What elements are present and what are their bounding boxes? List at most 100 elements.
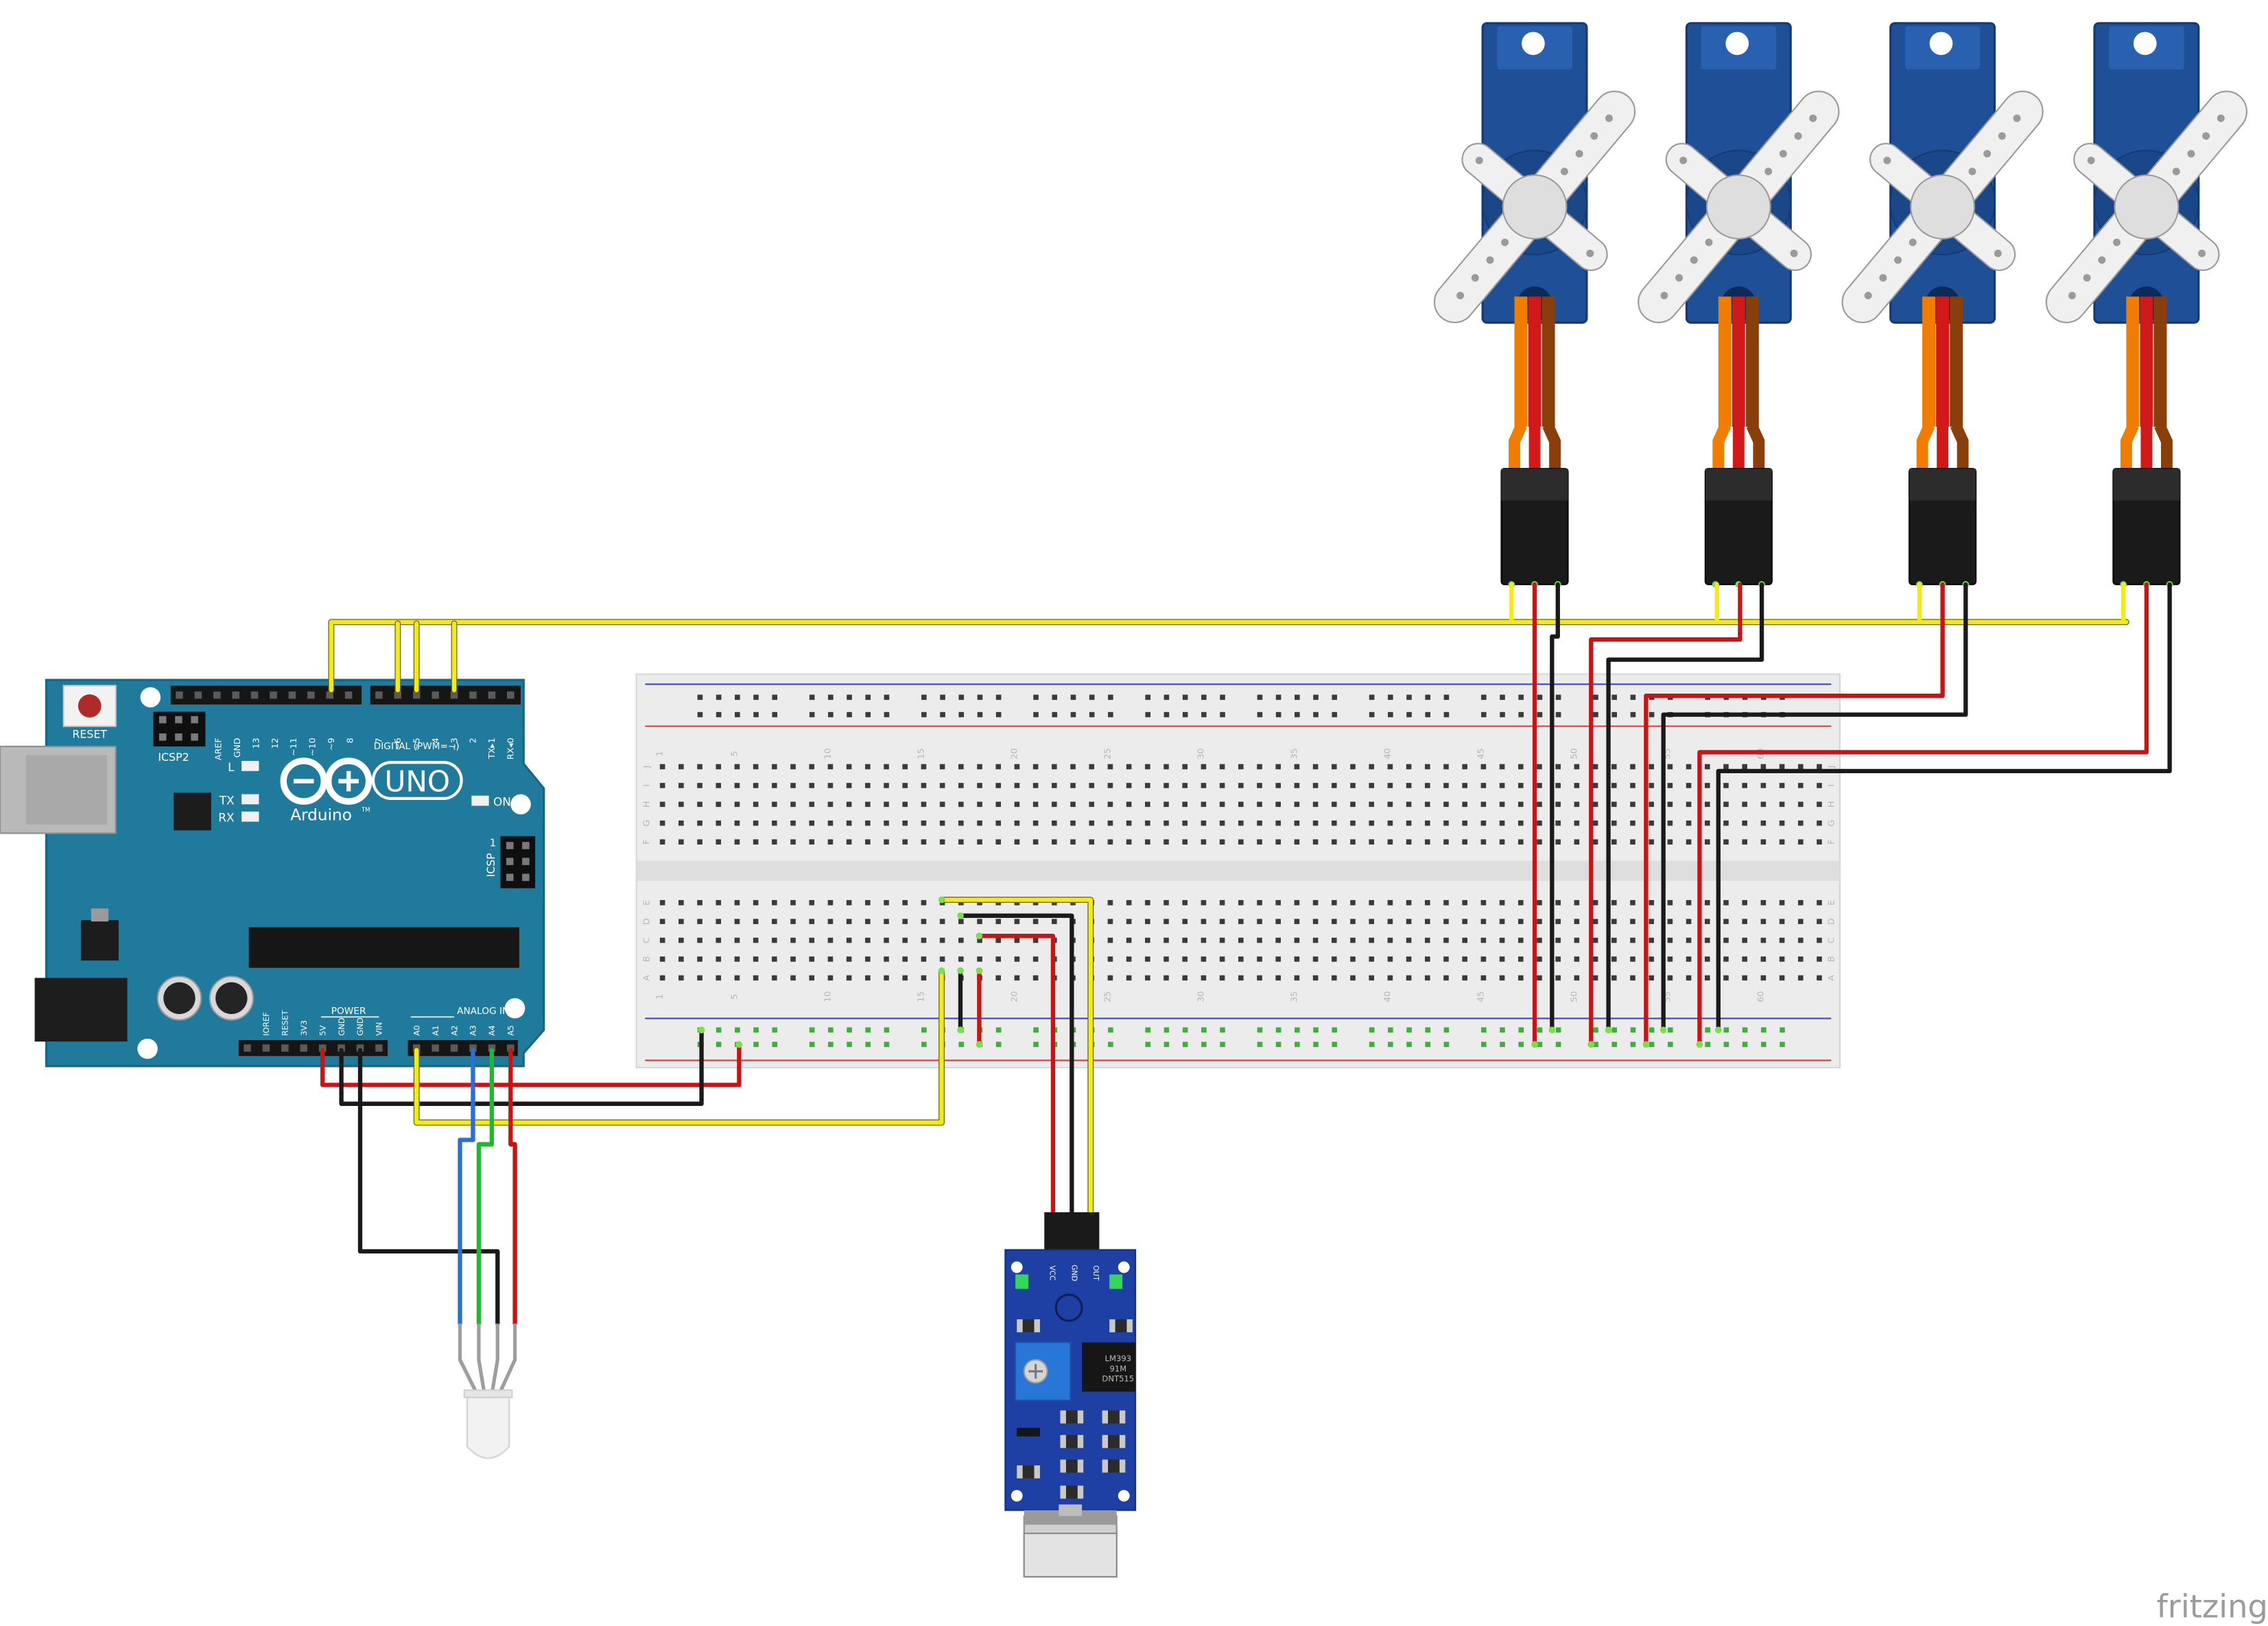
digital-pin[interactable]	[507, 691, 515, 699]
rail-hole	[1295, 1027, 1300, 1033]
breadboard-hole	[1126, 839, 1132, 845]
breadboard-hole	[790, 820, 796, 826]
power-pin[interactable]	[356, 1044, 364, 1052]
digital-pin[interactable]	[250, 691, 259, 699]
rail-hole	[995, 1027, 1002, 1033]
power-pin[interactable]	[300, 1044, 308, 1052]
rail-hole	[735, 1027, 740, 1033]
digital-header-right[interactable]	[370, 685, 521, 705]
breadboard-hole	[1014, 975, 1020, 981]
breadboard-hole	[1145, 820, 1150, 826]
rail-hole	[716, 1027, 722, 1033]
breadboard-hole	[1443, 899, 1449, 906]
power-header[interactable]	[238, 1040, 388, 1057]
breadboard-hole	[995, 937, 1002, 943]
sensor-pin-out: OUT	[1091, 1265, 1100, 1281]
breadboard-hole	[1312, 937, 1319, 943]
breadboard-hole	[1014, 783, 1020, 788]
breadboard-hole	[1499, 975, 1505, 981]
rail-hole	[809, 694, 815, 700]
breadboard-hole	[1182, 820, 1188, 826]
breadboard-hole	[1238, 956, 1244, 962]
analog-header[interactable]	[407, 1040, 518, 1057]
rail-hole	[1518, 711, 1524, 718]
breadboard-hole	[958, 764, 964, 770]
breadboard-hole	[772, 783, 777, 788]
digital-pin[interactable]	[307, 691, 315, 699]
power-pin[interactable]	[375, 1044, 383, 1052]
rail-hole	[753, 1041, 759, 1048]
breadboard-hole	[809, 801, 815, 808]
breadboard-hole	[1611, 975, 1617, 981]
breadboard-hole	[1686, 820, 1692, 826]
column-number-top: 35	[1288, 749, 1299, 759]
digital-pin[interactable]	[344, 691, 353, 699]
rail-hole	[1611, 711, 1618, 718]
breadboard-hole	[1052, 839, 1057, 845]
digital-pin[interactable]	[232, 691, 239, 699]
digital-pin[interactable]	[288, 691, 296, 699]
breadboard-hole	[865, 820, 871, 826]
breadboard-hole	[1350, 899, 1356, 906]
breadboard-hole	[1742, 820, 1747, 826]
digital-pin[interactable]	[432, 691, 439, 699]
digital-pin[interactable]	[469, 691, 477, 699]
rail-hole	[1500, 1027, 1505, 1033]
analog-pin[interactable]	[432, 1044, 439, 1052]
breadboard-hole	[1592, 899, 1598, 906]
breadboard-hole	[1257, 801, 1262, 808]
rail-hole	[1332, 711, 1338, 718]
digital-pin[interactable]	[394, 691, 402, 699]
breadboard-hole	[977, 820, 982, 826]
breadboard-hole	[884, 919, 889, 924]
breadboard-hole	[1760, 956, 1767, 962]
rail-hole	[1742, 1041, 1748, 1048]
rail-hole	[1275, 1041, 1281, 1048]
breadboard-hole	[921, 937, 927, 943]
breadboard-hole	[1163, 783, 1169, 788]
power-pin[interactable]	[318, 1044, 327, 1052]
breadboard-center-channel	[636, 860, 1840, 882]
breadboard-hole	[1107, 975, 1113, 981]
sensor-header[interactable]	[1044, 1212, 1100, 1256]
analog-pin[interactable]	[450, 1044, 458, 1052]
digital-pin[interactable]	[213, 691, 221, 699]
breadboard-hole	[1742, 899, 1747, 906]
breadboard-hole	[1182, 937, 1188, 943]
breadboard-hole	[1760, 801, 1767, 808]
digital-pin[interactable]	[176, 691, 183, 699]
breadboard-hole	[977, 801, 982, 808]
wire-black-led-common	[357, 1048, 500, 1326]
column-number-bottom: 45	[1475, 991, 1485, 1002]
analog-pin[interactable]	[469, 1044, 477, 1052]
breadboard-hole	[753, 764, 759, 770]
digital-pin[interactable]	[270, 691, 277, 699]
rgb-led	[458, 1323, 517, 1459]
digital-pin[interactable]	[194, 691, 202, 699]
breadboard-hole	[902, 764, 908, 770]
digital-pin[interactable]	[412, 691, 421, 699]
power-pin[interactable]	[244, 1044, 251, 1052]
digital-pin[interactable]	[375, 691, 383, 699]
breadboard-hole	[678, 801, 684, 808]
breadboard-hole	[1462, 801, 1467, 808]
digital-pin[interactable]	[450, 691, 458, 699]
breadboard-hole	[1107, 801, 1113, 808]
wire-red-led-a4	[508, 1048, 517, 1326]
rail-hole	[1220, 1041, 1225, 1048]
power-pin[interactable]	[262, 1044, 270, 1052]
analog-pin[interactable]	[507, 1044, 515, 1052]
analog-pin[interactable]	[488, 1044, 496, 1052]
breadboard-hole	[1630, 975, 1635, 981]
breadboard-hole	[753, 937, 759, 943]
breadboard-hole	[1574, 919, 1580, 924]
breadboard-hole	[1332, 975, 1337, 981]
breadboard-hole	[1667, 783, 1673, 788]
power-pin[interactable]	[281, 1044, 289, 1052]
digital-pin[interactable]	[488, 691, 496, 699]
power-pin[interactable]	[338, 1044, 345, 1052]
digital-pin[interactable]	[326, 691, 333, 699]
arduino-board	[45, 679, 545, 1068]
column-number-top: 30	[1195, 749, 1205, 759]
breadboard-hole	[977, 919, 982, 924]
